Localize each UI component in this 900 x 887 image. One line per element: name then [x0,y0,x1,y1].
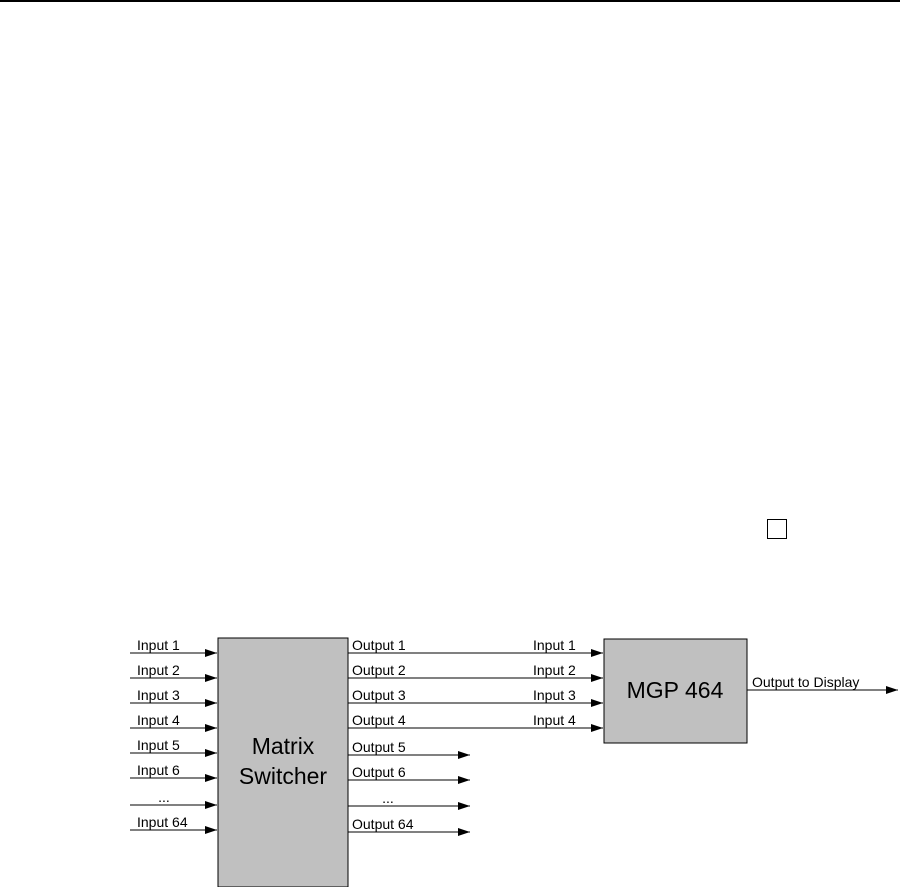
switcher-output-64: Output 64 [348,816,470,836]
switcher-input-1-label: Input 1 [137,637,180,653]
switcher-input-64: Input 64 [130,814,217,834]
switcher-input-4-label: Input 4 [137,712,180,728]
mgp-output-to-display: Output to Display [747,674,898,694]
switcher-input-5-label: Input 5 [137,737,180,753]
switcher-output-3: Output 3 Input 3 [348,687,603,707]
mgp-output-label: Output to Display [752,674,859,690]
switcher-input-3-label: Input 3 [137,687,180,703]
switcher-output-1-label: Output 1 [352,637,406,653]
mgp-input-2-label: Input 2 [533,662,576,678]
switcher-input-3: Input 3 [130,687,217,707]
switcher-output-2-label: Output 2 [352,662,406,678]
switcher-input-64-label: Input 64 [137,814,188,830]
switcher-input-4: Input 4 [130,712,217,732]
matrix-switcher-label-line2: Switcher [239,763,328,789]
switcher-output-6: Output 6 [348,764,470,784]
switcher-output-6-label: Output 6 [352,764,406,780]
empty-checkbox-box [767,519,787,539]
switcher-output-ellipsis: ... [348,790,470,810]
switcher-input-5: Input 5 [130,737,217,757]
switcher-output-3-label: Output 3 [352,687,406,703]
mgp-input-4-label: Input 4 [533,712,576,728]
switcher-output-5: Output 5 [348,739,470,759]
switcher-output-ellipsis-label: ... [382,790,394,806]
switcher-output-64-label: Output 64 [352,816,414,832]
switcher-output-2: Output 2 Input 2 [348,662,603,682]
switcher-output-5-label: Output 5 [352,739,406,755]
mgp-464-block [603,638,748,744]
switcher-input-ellipsis: ... [130,789,217,809]
switcher-output-4: Output 4 Input 4 [348,712,603,732]
mgp-464-label: MGP 464 [627,677,724,703]
switcher-output-1: Output 1 Input 1 [348,637,603,657]
switcher-input-6: Input 6 [130,762,217,782]
switcher-input-2: Input 2 [130,662,217,682]
mgp-input-3-label: Input 3 [533,687,576,703]
switcher-input-1: Input 1 [130,637,217,657]
mgp-input-1-label: Input 1 [533,637,576,653]
header-rule [0,0,900,2]
switcher-input-2-label: Input 2 [137,662,180,678]
matrix-switcher-block [217,637,349,887]
switcher-input-ellipsis-label: ... [158,789,170,805]
matrix-switcher-label-line1: Matrix [252,733,315,759]
switcher-output-4-label: Output 4 [352,712,406,728]
switcher-input-6-label: Input 6 [137,762,180,778]
